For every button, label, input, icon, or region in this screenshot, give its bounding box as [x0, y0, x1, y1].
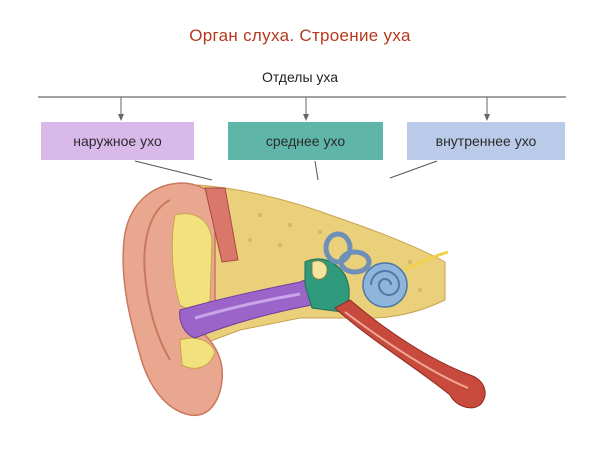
cochlea-spiral	[370, 270, 401, 296]
semicircular-canals	[323, 231, 372, 275]
arrowhead-middle	[303, 114, 309, 121]
section-inner-ear: внутреннее ухо	[407, 122, 565, 160]
auditory-nerve	[404, 250, 449, 272]
pointer-middle	[314, 160, 319, 181]
ossicles	[311, 260, 328, 280]
diagram-title: Орган слуха. Строение уха	[189, 26, 411, 45]
arrowhead-inner	[484, 114, 490, 121]
section-outer-ear: наружное ухо	[41, 122, 194, 160]
helix-fold	[143, 199, 171, 361]
eustachian-tube-highlight	[344, 311, 469, 389]
ear-cartilage	[171, 213, 213, 310]
cochlea	[362, 262, 408, 308]
section-middle-ear: среднее ухо	[228, 122, 383, 160]
ear-canal-highlight	[194, 292, 301, 320]
pointer-inner	[389, 160, 438, 179]
diagram-subtitle: Отделы уха	[261, 69, 339, 85]
ear-canal	[179, 277, 313, 339]
pointer-outer	[134, 160, 213, 181]
lobe-cartilage	[179, 337, 216, 369]
arrowhead-outer	[118, 114, 124, 121]
bone-texture	[238, 213, 422, 317]
muscle	[204, 187, 239, 263]
eustachian-tube	[334, 299, 486, 409]
